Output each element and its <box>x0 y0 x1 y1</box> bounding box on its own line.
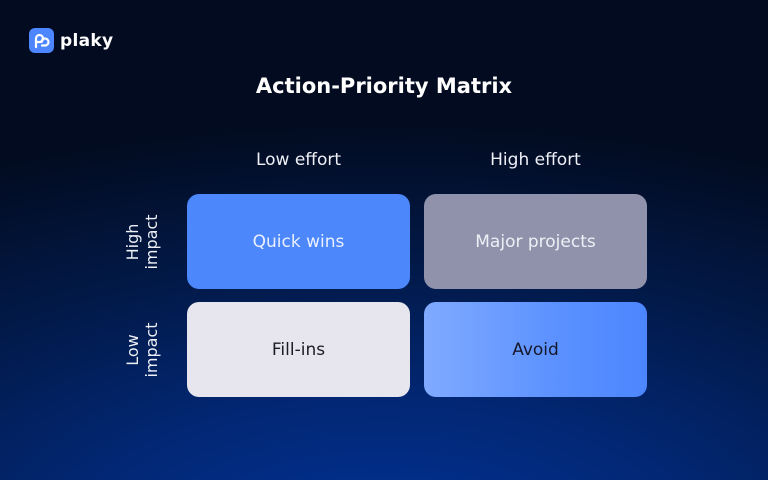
cell-avoid: Avoid <box>424 302 647 397</box>
cell-quick-wins: Quick wins <box>187 194 410 289</box>
row-label-low-impact: Low impact <box>122 302 162 398</box>
brand-name: plaky <box>60 30 114 51</box>
row-label-line: Low <box>123 334 142 366</box>
page-title: Action-Priority Matrix <box>255 74 513 98</box>
cell-label: Avoid <box>512 339 559 360</box>
row-label-line: impact <box>142 214 161 270</box>
plaky-logo-icon <box>29 28 54 53</box>
column-label-high-effort: High effort <box>490 150 581 170</box>
cell-label: Fill-ins <box>271 339 326 360</box>
row-label-high-impact: High impact <box>122 194 162 290</box>
cell-label: Major projects <box>475 231 596 252</box>
cell-major-projects: Major projects <box>424 194 647 289</box>
column-label-low-effort: Low effort <box>255 150 342 170</box>
row-label-line: impact <box>142 322 161 378</box>
cell-fill-ins: Fill-ins <box>187 302 410 397</box>
row-label-line: High <box>123 223 142 261</box>
brand-logo: plaky <box>29 28 113 53</box>
cell-label: Quick wins <box>252 231 345 252</box>
